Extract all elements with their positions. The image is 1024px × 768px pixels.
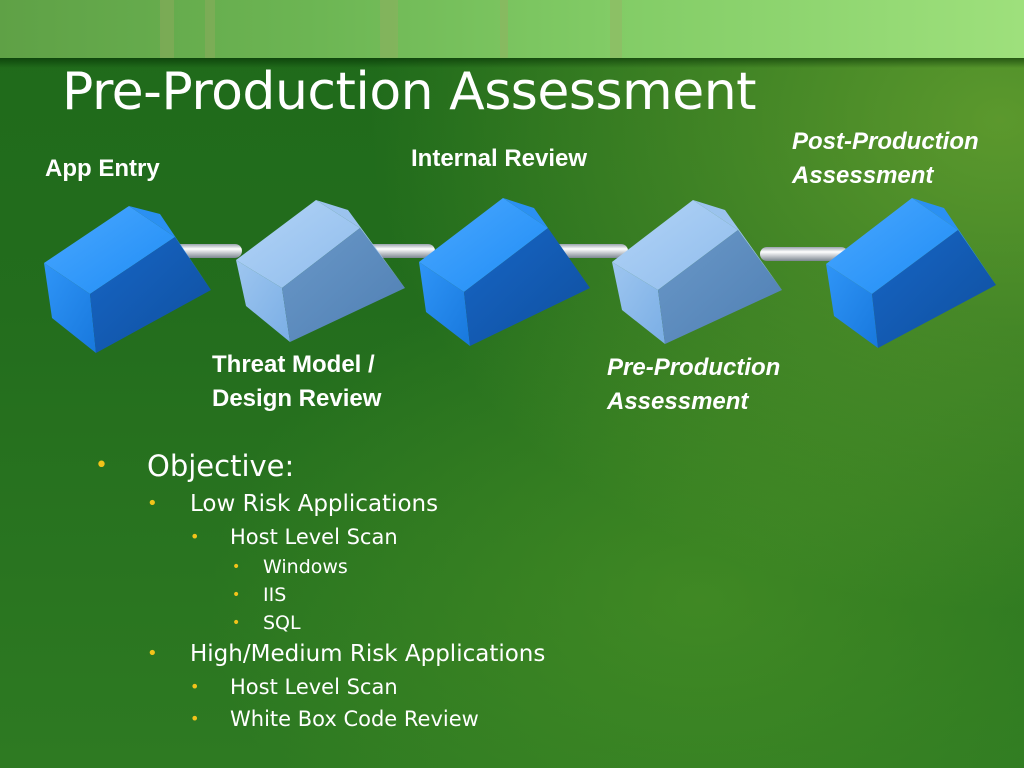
- stage-cube-internal-review: [419, 198, 590, 346]
- bullet-dot-icon: •: [147, 493, 158, 514]
- bullet-dot-icon: •: [190, 527, 200, 546]
- bullet-host-scan: •Host Level Scan: [95, 522, 545, 554]
- stage-label-threat-model: Threat Model / Design Review: [212, 351, 382, 412]
- background-post: [610, 0, 622, 58]
- bullet-objective: •Objective:: [95, 446, 545, 488]
- objective-bullet-list: •Objective: •Low Risk Applications •Host…: [95, 446, 545, 736]
- background-post: [160, 0, 174, 58]
- connector-rod: [548, 244, 628, 258]
- bullet-low-risk: •Low Risk Applications: [95, 488, 545, 522]
- connector-rod: [760, 247, 848, 261]
- bullet-dot-icon: •: [232, 559, 241, 575]
- bullet-dot-icon: •: [190, 709, 200, 728]
- background-post: [205, 0, 215, 58]
- stage-cube-pre-production: [612, 200, 782, 344]
- bullet-sql: •SQL: [232, 612, 301, 634]
- bullet-iis: •IIS: [232, 584, 287, 606]
- bullet-dot-icon: •: [147, 643, 158, 664]
- bullet-dot-icon: •: [95, 453, 108, 478]
- stage-label-internal-review: Internal Review: [411, 145, 588, 172]
- stage-label-app-entry: App Entry: [45, 155, 160, 182]
- background-post: [500, 0, 508, 58]
- header-band: [0, 0, 1024, 58]
- stage-label-pre-production: Pre-Production Assessment: [607, 354, 781, 415]
- bullet-dot-icon: •: [232, 587, 241, 603]
- bullet-high-medium-risk: •High/Medium Risk Applications: [95, 638, 545, 672]
- bullet-windows: •Windows: [232, 556, 348, 578]
- header-band-shadow: [0, 58, 1024, 68]
- background-post: [380, 0, 398, 58]
- stage-cube-post-production: [826, 198, 996, 348]
- bullet-white-box-review: •White Box Code Review: [95, 704, 545, 736]
- stage-cube-threat-model: [236, 200, 405, 342]
- bullet-dot-icon: •: [232, 615, 241, 631]
- stage-cube-app-entry: [44, 206, 211, 353]
- bullet-dot-icon: •: [190, 677, 200, 696]
- slide-title: Pre-Production Assessment: [62, 62, 757, 122]
- stage-label-post-production: Post-Production Assessment: [792, 128, 979, 189]
- bullet-host-scan: •Host Level Scan: [95, 672, 545, 704]
